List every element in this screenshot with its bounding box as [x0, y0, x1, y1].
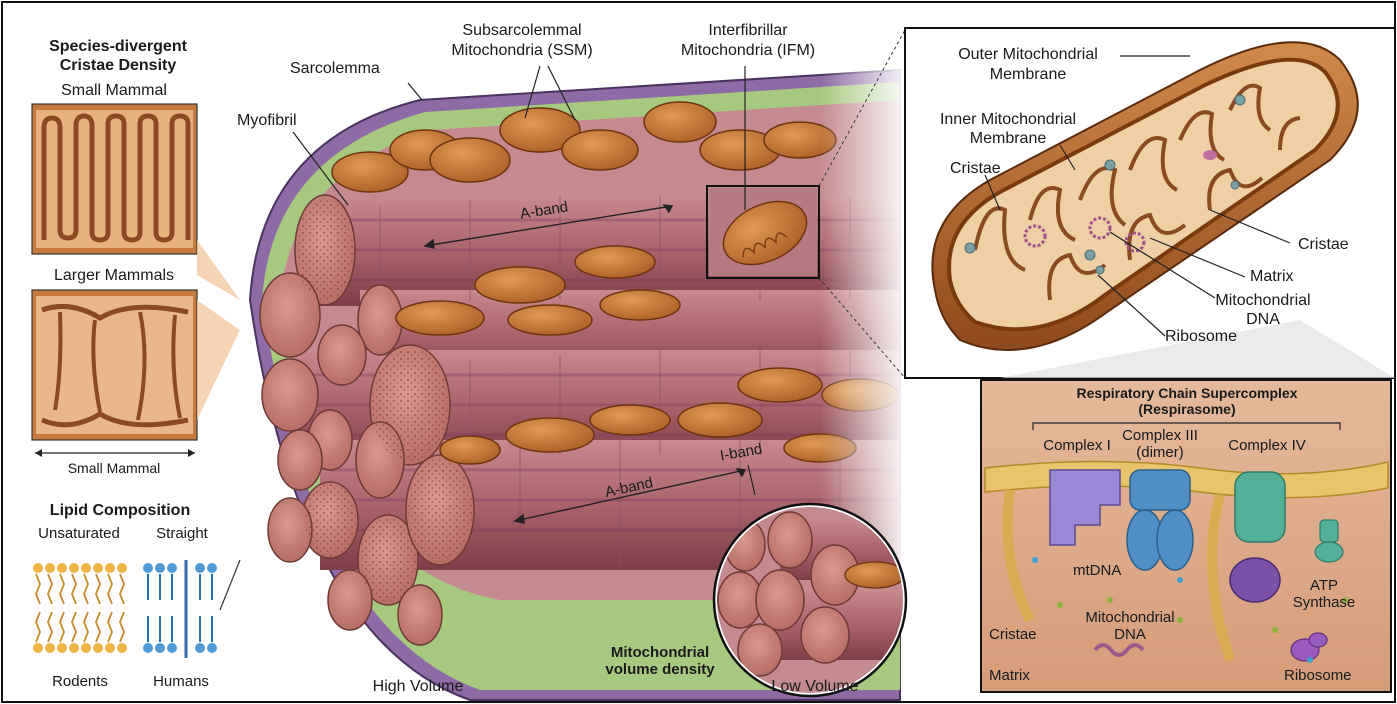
atp-synthase-label-line1: ATP: [1310, 578, 1338, 595]
rodent-lipid-bilayer: [33, 563, 127, 653]
ifm-label-line1: Interfibrillar: [708, 22, 787, 40]
matrix-label: Matrix: [1250, 268, 1294, 286]
cristae-label-resp: Cristae: [989, 627, 1037, 644]
species-title-line2: Cristae Density: [60, 57, 177, 75]
sarcolemma-label: Sarcolemma: [290, 60, 380, 78]
respirasome-title-line2: (Respirasome): [1138, 402, 1235, 417]
small-mammal-cristae-image: [32, 104, 197, 254]
inner-membrane-label-line2: Membrane: [970, 130, 1046, 148]
complex-iii-label-line1: Complex III: [1122, 428, 1198, 445]
species-title-line1: Species-divergent: [49, 38, 187, 56]
cristae-label-right: Cristae: [1298, 236, 1349, 254]
mtdna-label: mtDNA: [1073, 563, 1121, 580]
mito-dna-label-line2: DNA: [1246, 311, 1280, 329]
ribosome-label-resp: Ribosome: [1284, 668, 1352, 685]
ssm-label-line2: Mitochondria (SSM): [451, 42, 592, 60]
lipid-title: Lipid Composition: [50, 502, 190, 520]
complex-iii-label-line2: (dimer): [1136, 445, 1184, 462]
resp-mito-dna-label-line2: DNA: [1114, 627, 1146, 644]
respirasome-title-line1: Respiratory Chain Supercomplex: [1077, 386, 1298, 401]
inner-membrane-label-line1: Inner Mitochondrial: [940, 111, 1076, 129]
mito-dna-label-line1: Mitochondrial: [1215, 292, 1310, 310]
larger-mammals-label: Larger Mammals: [54, 267, 174, 285]
outer-membrane-label-line1: Outer Mitochondrial: [958, 46, 1098, 64]
complex-i-label: Complex I: [1043, 438, 1111, 455]
straight-label: Straight: [156, 526, 208, 543]
unsaturated-label: Unsaturated: [38, 526, 120, 543]
complex-iv-shape: [1230, 472, 1285, 602]
ssm-label-line1: Subsarcolemmal: [462, 22, 581, 40]
density-label-line1: Mitochondrial: [611, 645, 709, 662]
mitochondrion-inset: [905, 28, 1395, 378]
ribosome-label-inset: Ribosome: [1165, 328, 1237, 346]
myofibril-label: Myofibril: [237, 112, 297, 130]
density-label-line2: volume density: [605, 662, 714, 679]
cristae-label-left: Cristae: [950, 160, 1001, 178]
resp-mito-dna-label-line1: Mitochondrial: [1085, 610, 1174, 627]
low-volume-label: Low Volume: [771, 678, 858, 696]
small-mammal-label-top: Small Mammal: [61, 82, 167, 100]
high-volume-label: High Volume: [373, 678, 464, 696]
small-mammal-label-bottom: Small Mammal: [68, 461, 161, 476]
human-lipid-bilayer: [143, 560, 217, 658]
complex-iv-label: Complex IV: [1228, 438, 1306, 455]
ifm-label-line2: Mitochondria (IFM): [681, 42, 815, 60]
matrix-label-resp: Matrix: [989, 668, 1030, 685]
rodents-label: Rodents: [52, 674, 108, 691]
larger-mammal-cristae-image: [32, 290, 197, 440]
humans-label: Humans: [153, 674, 209, 691]
atp-synthase-label-line2: Synthase: [1293, 595, 1356, 612]
outer-membrane-label-line2: Membrane: [990, 66, 1066, 84]
